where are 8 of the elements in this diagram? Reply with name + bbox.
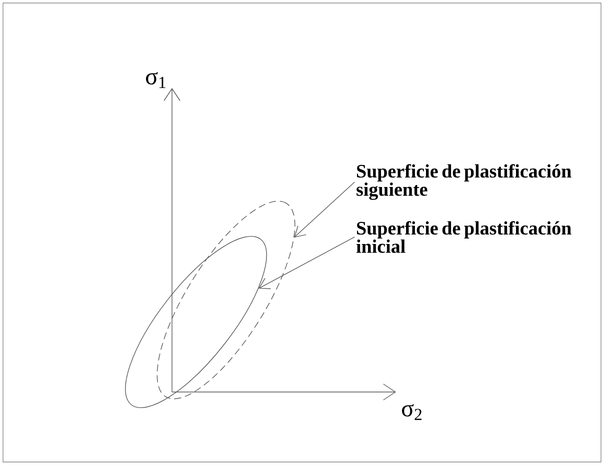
label-text: Superficie de plastificación siguiente	[356, 164, 572, 200]
leader-line	[258, 236, 355, 290]
yield-surface	[156, 200, 296, 400]
axis-label: σ$_{1}$	[146, 72, 166, 88]
yield-surface	[125, 236, 267, 408]
label-text: Superficie de plastificación inicial	[356, 221, 572, 253]
leader-line	[294, 182, 355, 238]
axis-label: σ$_{2}$	[402, 404, 422, 420]
